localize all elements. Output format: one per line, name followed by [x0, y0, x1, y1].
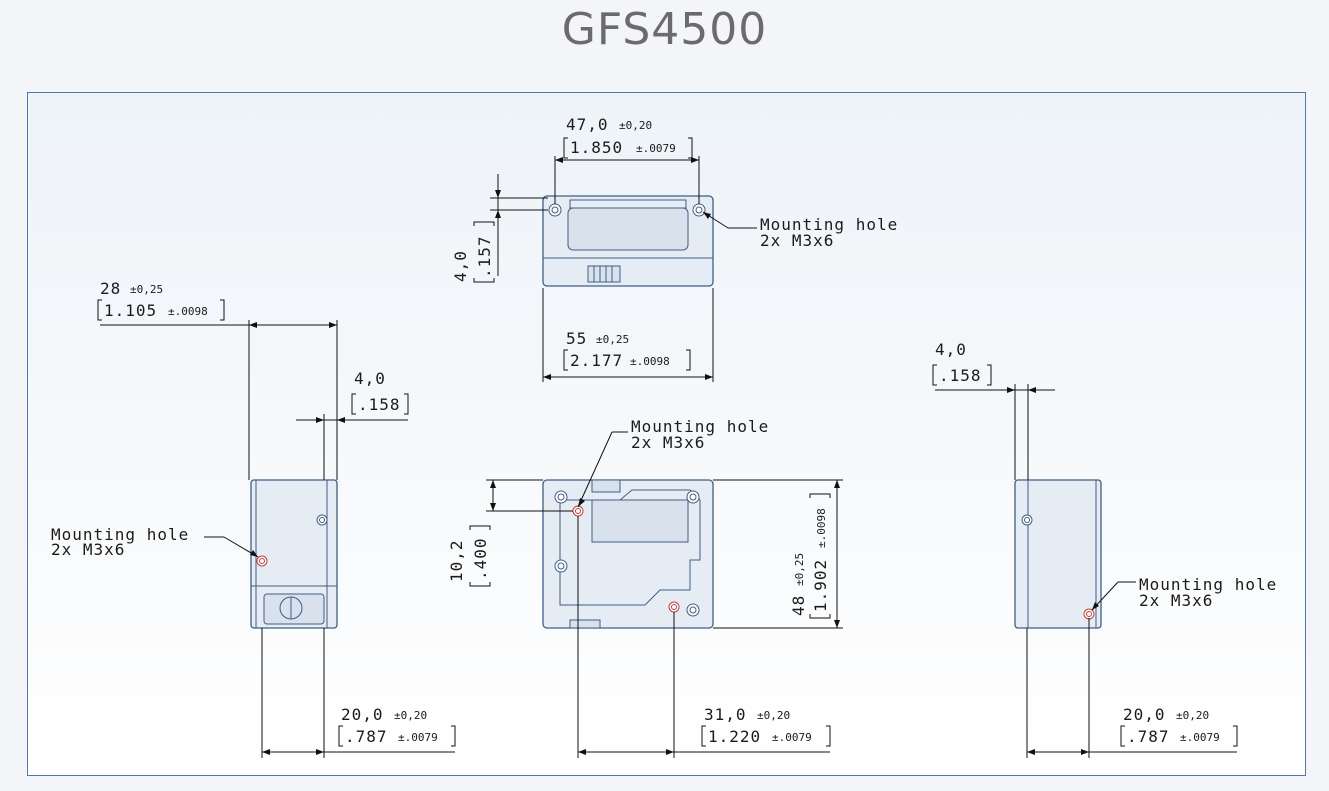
- top-view-window: [567, 207, 689, 251]
- connector-icon: [587, 265, 621, 283]
- right-view: 4,0 .158 20,0 ±0,20 .787 ±.0079 Mounting…: [932, 340, 1277, 758]
- dim-right-spacing-tol: ±0,20: [1176, 709, 1209, 722]
- page-title: GFS4500: [561, 4, 768, 55]
- front-view-label-area: [591, 499, 689, 543]
- connector-icon: [591, 479, 621, 493]
- dim-left-offset-mm: 4,0: [354, 369, 386, 388]
- dim-left-depth-in: 1.105: [104, 301, 157, 320]
- callout-front-label-2: 2x M3x6: [631, 433, 705, 452]
- dim-front-spacing-mm: 31,0: [704, 705, 747, 724]
- callout-left-label-1: Mounting hole: [51, 525, 189, 544]
- dim-front-spacing-in-tol: ±.0079: [772, 731, 812, 744]
- left-view: 28 ±0,25 1.105 ±.0098 4,0 .158 20,0 ±0,2…: [51, 279, 456, 758]
- callout-right-label-1: Mounting hole: [1139, 575, 1277, 594]
- dim-left-spacing-tol: ±0,20: [394, 709, 427, 722]
- dim-top-width-tol: ±0,20: [619, 119, 652, 132]
- dim-left-depth-tol: ±0,25: [130, 283, 163, 296]
- dim-top-hole-offset-in: .157: [475, 235, 494, 278]
- dim-left-depth-in-tol: ±.0098: [168, 305, 208, 318]
- dim-top-body-in: 2.177: [570, 351, 623, 370]
- front-view: 10,2 .400 48 ±0,25 1.902 ±.0098 31,0 ±0,…: [447, 417, 843, 758]
- top-view: 47,0 ±0,20 1.850 ±.0079 4,0 .157 55 ±0,2…: [451, 115, 898, 382]
- callout-top-label-2: 2x M3x6: [760, 231, 834, 250]
- dim-top-hole-offset-mm: 4,0: [451, 250, 470, 282]
- dim-front-spacing-tol: ±0,20: [757, 709, 790, 722]
- connector-icon: [263, 593, 325, 625]
- dim-front-height-mm: 48: [789, 595, 808, 616]
- dim-top-body-tol: ±0,25: [596, 333, 629, 346]
- dim-top-width-mm: 47,0: [566, 115, 609, 134]
- dim-top-width-in: 1.850: [570, 138, 623, 157]
- dim-front-height-in: 1.902: [811, 559, 830, 612]
- dim-left-spacing-mm: 20,0: [341, 705, 384, 724]
- dim-front-height-tol: ±0,25: [793, 553, 806, 586]
- callout-left-label-2: 2x M3x6: [51, 540, 125, 559]
- callout-right-label-2: 2x M3x6: [1139, 591, 1213, 610]
- dim-right-spacing-in-tol: ±.0079: [1180, 731, 1220, 744]
- dim-right-spacing-mm: 20,0: [1123, 705, 1166, 724]
- dim-front-vert-mm: 10,2: [447, 539, 466, 582]
- dim-right-offset-in: .158: [939, 366, 982, 385]
- dim-top-width-in-tol: ±.0079: [636, 142, 676, 155]
- dim-front-spacing-in: 1.220: [708, 727, 761, 746]
- dim-left-spacing-in-tol: ±.0079: [398, 731, 438, 744]
- dim-right-offset-mm: 4,0: [935, 340, 967, 359]
- cable-outlet-icon: [569, 619, 601, 629]
- callout-front-label-1: Mounting hole: [631, 417, 769, 436]
- dim-right-spacing-in: .787: [1127, 727, 1170, 746]
- dim-top-body-mm: 55: [566, 329, 587, 348]
- dim-front-vert-in: .400: [471, 537, 490, 580]
- dim-left-spacing-in: .787: [345, 727, 388, 746]
- dim-left-offset-in: .158: [358, 395, 401, 414]
- callout-top-label-1: Mounting hole: [760, 215, 898, 234]
- right-view-housing: [1014, 479, 1102, 629]
- dim-top-body-in-tol: ±.0098: [630, 355, 670, 368]
- dim-left-depth-mm: 28: [100, 279, 121, 298]
- dim-front-height-in-tol: ±.0098: [815, 508, 828, 548]
